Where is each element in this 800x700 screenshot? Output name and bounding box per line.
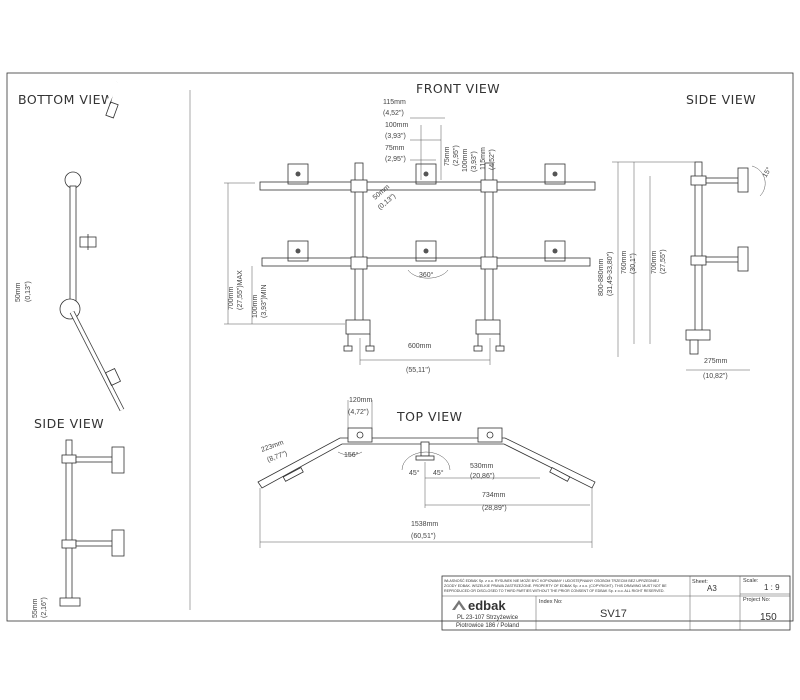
t1538-inch-label: (60,51"): [411, 533, 436, 540]
vesa100-inch-label: (3,93"): [385, 133, 406, 140]
s275-inch-label: (10,82"): [703, 373, 728, 380]
v115-inch-label: (4,52"): [489, 149, 496, 170]
t1538-label: 1538mm: [411, 521, 438, 528]
h700max-label: 700mm: [228, 286, 235, 310]
t120-label: 120mm: [349, 397, 373, 404]
t530-inch-label: (20,86"): [470, 473, 495, 480]
s800-inch-label: (31,49-33,80"): [607, 251, 614, 296]
t530-label: 530mm: [470, 463, 494, 470]
bottom-view-title: BOTTOM VIEW: [18, 92, 114, 107]
v100-inch-label: (3,93"): [471, 151, 478, 172]
h700max-inch-label: (27,55")MAX: [237, 270, 244, 310]
project-value: 150: [760, 612, 777, 623]
logo-text: edbak: [468, 598, 506, 613]
title-block: [441, 575, 791, 631]
top-view-title: TOP VIEW: [396, 409, 462, 424]
front-view-title: FRONT VIEW: [416, 81, 500, 96]
v100-label: 100mm: [462, 148, 469, 172]
notice-line-2: ZGODY EDBAK. WSZELKIE PRAWA ZASTRZEŻONE.…: [444, 583, 667, 588]
address-line-1: PL 23-107 Strzyżewice: [457, 615, 519, 621]
vesa115-label: 115mm: [383, 99, 406, 106]
h100min-label: 100mm: [252, 294, 259, 318]
edbak-logo-icon: [452, 600, 466, 610]
address-line-2: Piotrowice 186 / Poland: [456, 623, 519, 629]
top-view-drawing: [257, 400, 596, 548]
index-value: SV17: [600, 608, 627, 620]
scale-value: 1 : 9: [764, 583, 780, 592]
vesa75-label: 75mm: [385, 145, 405, 152]
tilt-label: 15°: [761, 166, 773, 179]
sheet-frame: [6, 72, 794, 622]
rot360-label: 360°: [419, 271, 434, 279]
ls55-label: 55mm: [32, 598, 39, 618]
index-label: Index No:: [539, 599, 563, 605]
project-label: Project No:: [743, 597, 771, 603]
bottom-dia-inch-label: (0,13"): [25, 281, 32, 302]
t734-inch-label: (28,89"): [482, 505, 507, 512]
notice-line-1: WŁASNOŚĆ EDBAK Sp. z o.o. RYSUNEK NIE MO…: [444, 578, 659, 583]
ls55-inch-label: (2,16"): [41, 597, 48, 618]
bottom-dia-label: 50mm: [15, 282, 22, 302]
t223-inch-label: (8,77"): [266, 450, 288, 464]
side-view-left-drawing: [59, 439, 125, 607]
side-view-right-title: SIDE VIEW: [686, 92, 756, 107]
v115-label: 115mm: [480, 147, 487, 170]
s800-label: 800-880mm: [598, 258, 605, 296]
t734-label: 734mm: [482, 492, 506, 499]
t120-inch-label: (4,72"): [348, 409, 369, 416]
vesa115-inch-label: (4,52"): [383, 110, 404, 117]
t156-label: 156°: [344, 451, 359, 459]
bottom-view-drawing: [59, 81, 125, 412]
w600-inch-label: (55,11"): [406, 367, 430, 374]
vesa100-label: 100mm: [385, 122, 409, 129]
s700-inch-label: (27,55"): [660, 249, 667, 274]
v75-inch-label: (2,95"): [453, 145, 460, 166]
s700-label: 700mm: [651, 250, 658, 274]
front-view-drawing: [224, 117, 596, 365]
sheet-value: A3: [707, 584, 717, 593]
scale-label: Scale:: [743, 578, 759, 584]
w600-label: 600mm: [408, 343, 432, 350]
v75-label: 75mm: [444, 146, 451, 166]
sheet-label: Sheet:: [692, 579, 708, 585]
s760-label: 760mm: [621, 250, 628, 274]
t45b-label: 45°: [433, 469, 444, 477]
notice-line-3: REPRODUCED OR DISCLOSED TO THIRD PARTIES…: [444, 589, 664, 593]
h100min-inch-label: (3,93")MIN: [261, 284, 268, 318]
s275-label: 275mm: [704, 358, 728, 365]
side-view-right-drawing: [612, 161, 766, 371]
s760-inch-label: (30,1"): [630, 253, 637, 274]
vesa75-inch-label: (2,95"): [385, 156, 406, 163]
side-view-left-title: SIDE VIEW: [34, 416, 104, 431]
t45a-label: 45°: [409, 469, 420, 477]
